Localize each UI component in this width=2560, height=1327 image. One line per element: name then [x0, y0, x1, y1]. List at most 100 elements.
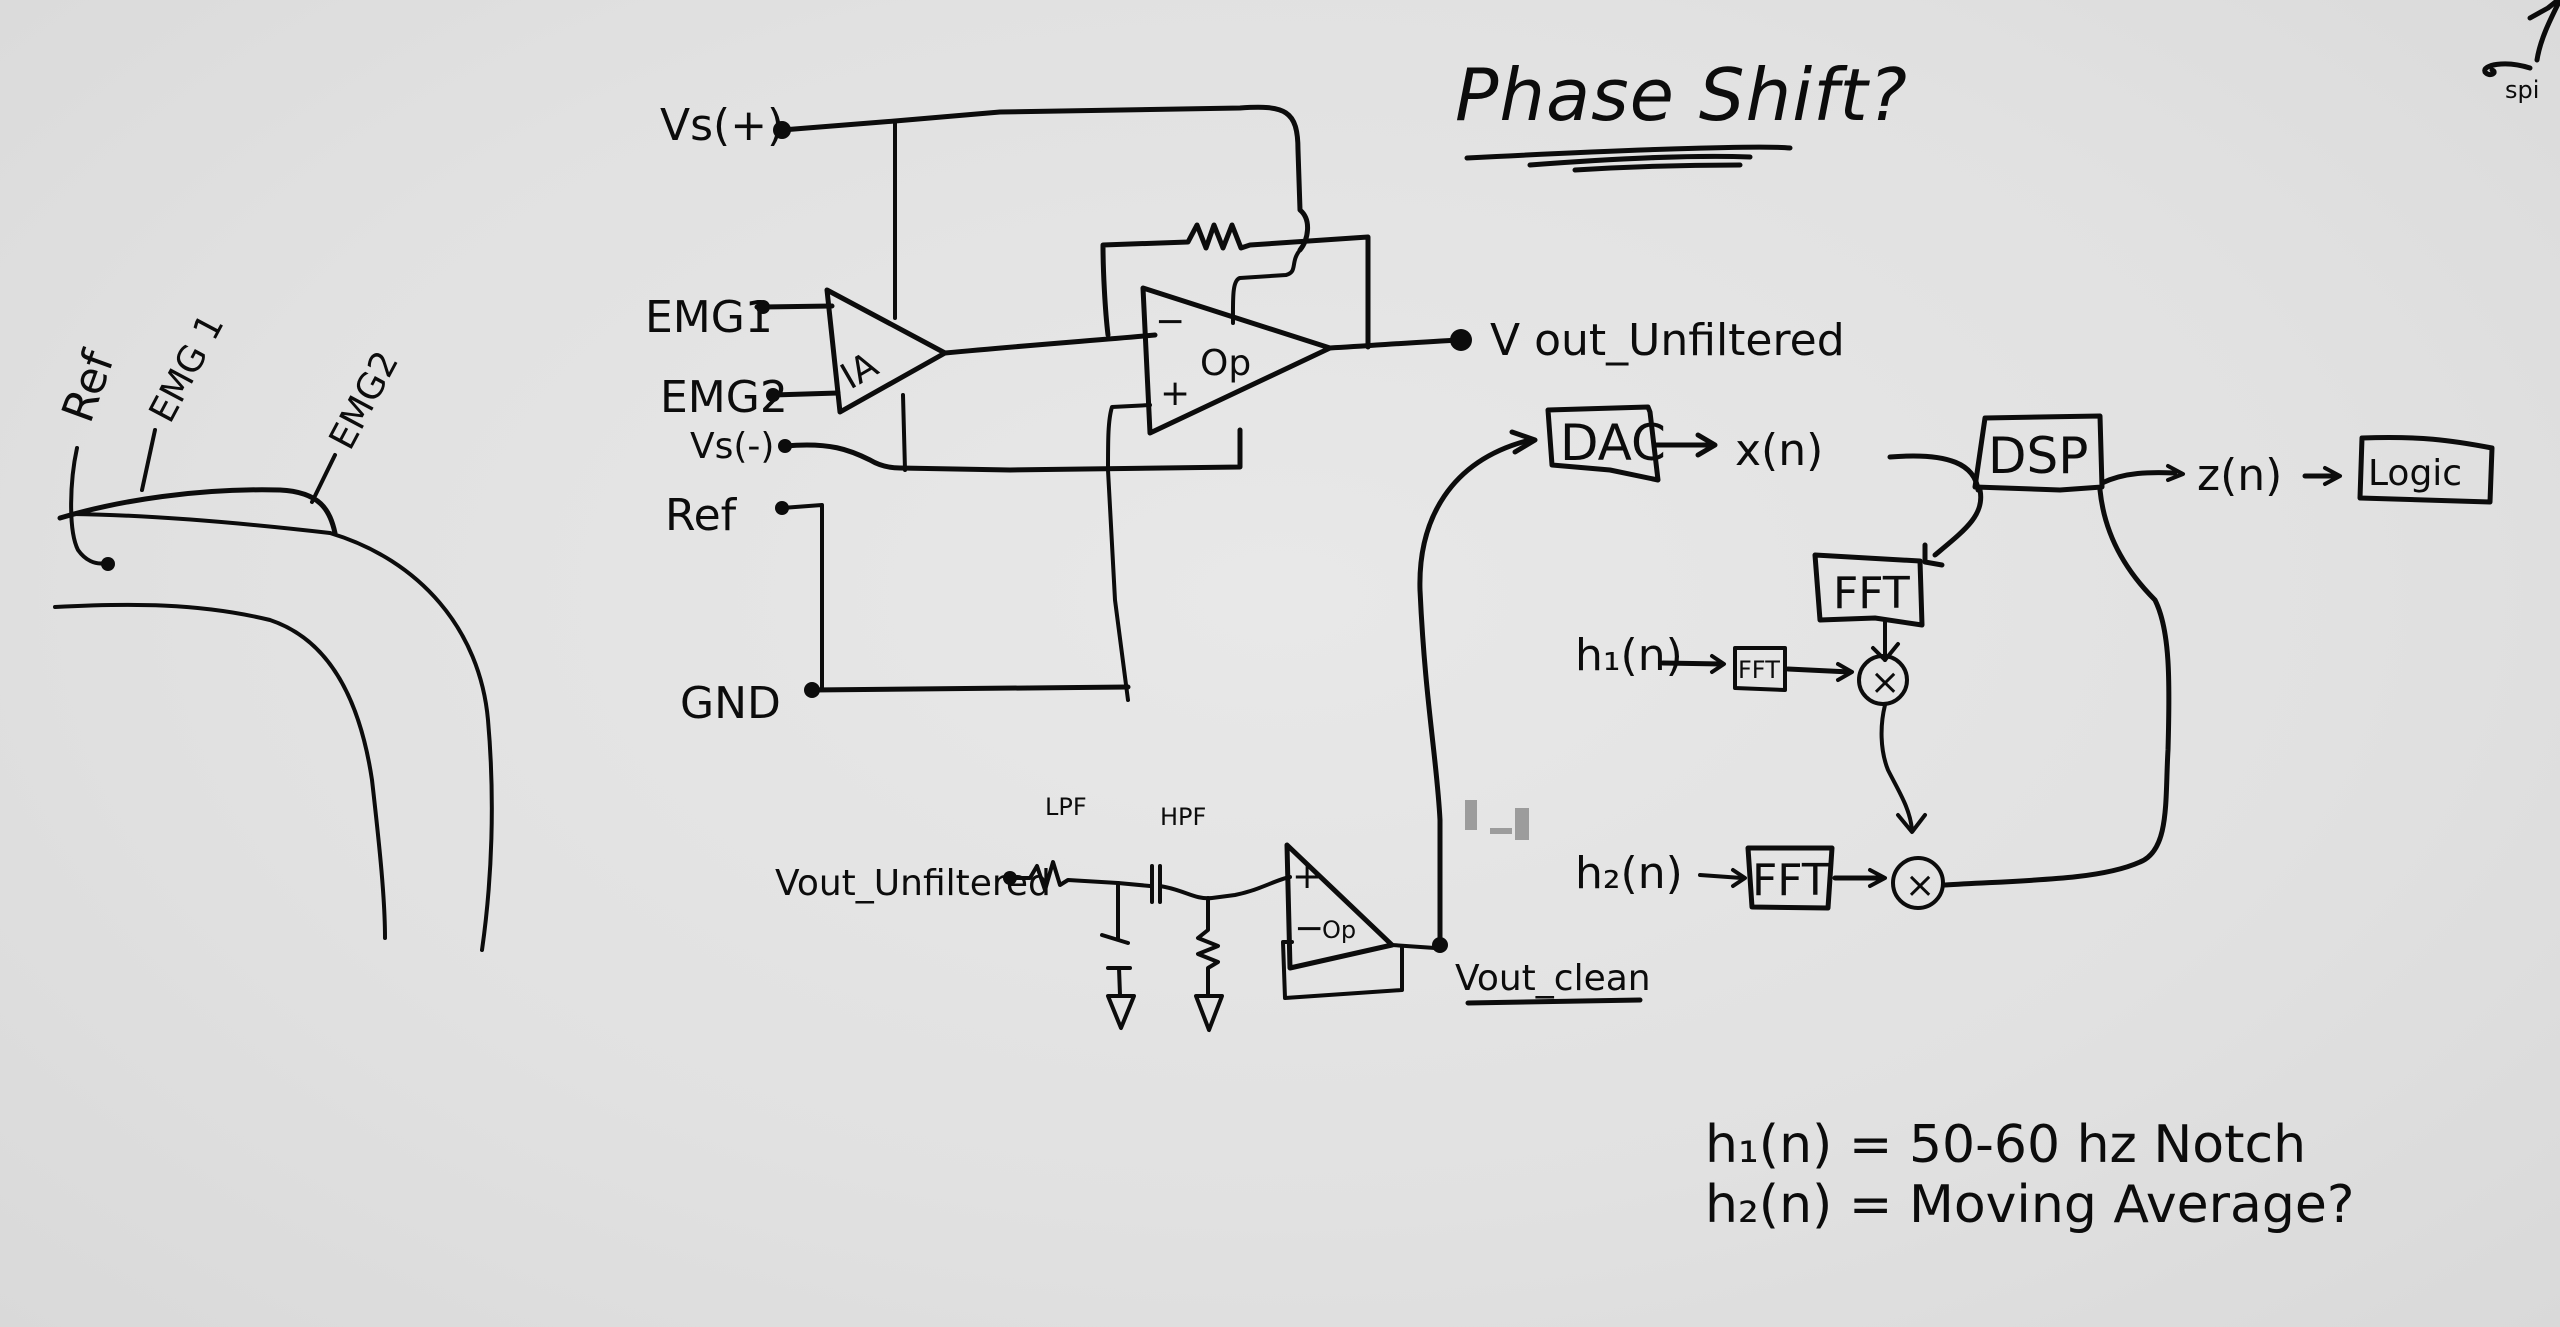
arrow-head-dsp-to-z [2166, 464, 2185, 482]
electrode-sketch: Ref EMG 1 EMG2 [52, 307, 494, 952]
dac-box [1545, 404, 1661, 483]
wire-vs-minus-rail [782, 427, 1243, 473]
multiplier-2-symbol: × [1905, 865, 1935, 906]
ref-electrode-dot [101, 557, 115, 571]
note-line-1: h₁(n) = 50-60 hz Notch [1705, 1115, 2306, 1175]
wire-emg1-input [754, 303, 835, 310]
fft-main-box [1812, 552, 1925, 628]
emg2-label: EMG2 [322, 345, 407, 457]
node-amp-output [1450, 329, 1472, 351]
dsp-box [1972, 413, 2105, 493]
hpf-capacitor [1150, 864, 1162, 904]
wire-gnd [809, 684, 1131, 693]
h1-label: h₁(n) [1575, 630, 1683, 681]
dac-label: DAC [1560, 414, 1666, 472]
corner-fragment: spi [2482, 0, 2560, 104]
arm-outline-outer [328, 531, 494, 952]
filter-opamp-feedback [1281, 940, 1404, 1000]
electrode-pad-bottom [70, 512, 332, 535]
corner-arrow-head [2527, 0, 2560, 21]
arrow-head-h1-to-fft [1710, 654, 1726, 674]
wire-amp-output [1327, 337, 1463, 351]
instrumentation-amp-symbol [824, 287, 948, 415]
filter-opamp-plus: + [1292, 856, 1322, 897]
wire-vs-plus-rail [779, 104, 1310, 253]
wire-dsp-to-z [2099, 470, 2178, 486]
arrow-head-dac-to-x [1695, 432, 1718, 458]
wire-ia-to-opamp [942, 332, 1158, 356]
corner-arrow-line [2534, 0, 2560, 63]
arrow-head-to-dac [1509, 429, 1538, 455]
arrow-head-h2-to-fft [1731, 868, 1747, 888]
filter-opamp-minus: − [1294, 908, 1324, 949]
filter-opamp-output-wire [1390, 943, 1437, 950]
filter-output-underline [1465, 997, 1643, 1006]
opamp-plus-sign: + [1160, 373, 1190, 414]
multiplier-1-symbol: × [1870, 662, 1900, 703]
filter-opamp-label: Op [1322, 916, 1356, 944]
lpf-capacitor-plate-bottom [1106, 966, 1132, 997]
wire-vs-minus-to-ia [901, 393, 907, 472]
smudge-2 [1515, 808, 1529, 840]
input-label-gnd: GND [680, 678, 781, 729]
corner-text: spi [2505, 76, 2539, 104]
wire-ref [780, 503, 824, 690]
electrode-pad-top [57, 487, 338, 536]
title-underline-1 [1464, 144, 1793, 161]
title-group: Phase Shift? [1455, 53, 1908, 173]
arrow-h2-to-fft [1698, 873, 1744, 880]
smudge-3 [1490, 828, 1512, 834]
h2-fft-label: FFT [1752, 855, 1829, 906]
hpf-shunt-resistor [1196, 896, 1220, 997]
arrow-h1fft-to-mult1 [1785, 666, 1853, 675]
corner-curl [2482, 61, 2533, 78]
ref-label: Ref [52, 343, 125, 429]
lpf-label: LPF [1045, 793, 1087, 821]
input-label-vs-plus: Vs(+) [660, 100, 784, 151]
logic-box [2357, 434, 2495, 505]
opamp-label: Op [1200, 343, 1251, 384]
filter-opamp-symbol [1284, 842, 1395, 971]
multiplier-2-circle [1891, 856, 1945, 910]
arrow-head-h2fft-to-mult2 [1868, 868, 1887, 888]
lpf-capacitor-plate-top [1100, 933, 1130, 945]
emg2-pointer [310, 453, 337, 504]
filter-circuit: Vout_Unfiltered LPF HPF + − Op Vout_clea… [775, 429, 1651, 1032]
input-label-ref: Ref [665, 490, 738, 541]
wire-supply-opamp [1230, 248, 1302, 325]
wire-to-dac [1417, 437, 1533, 948]
multiplier-1-circle [1857, 654, 1909, 706]
ref-lead-wire [69, 446, 107, 566]
eraser-smudges [1465, 800, 1529, 840]
arrow-head-mult1-to-mult2 [1896, 813, 1927, 834]
wire-dsp-to-fft [1932, 487, 1984, 558]
title-underline-3 [1572, 162, 1743, 173]
arrow-h1-to-fft [1660, 660, 1725, 667]
arrow-head-fft-to-mult1 [1871, 642, 1900, 662]
smudge-1 [1465, 800, 1477, 830]
filter-output-label: Vout_clean [1455, 958, 1651, 999]
notes: h₁(n) = 50-60 hz Notch h₂(n) = Moving Av… [1705, 1115, 2355, 1235]
opamp-minus-sign: − [1155, 301, 1185, 342]
ground-symbol-2 [1194, 994, 1224, 1032]
title-underline-2 [1527, 153, 1753, 168]
title-text: Phase Shift? [1455, 53, 1908, 137]
input-label-vs-minus: Vs(-) [690, 426, 774, 467]
arrow-head-z-to-logic [2323, 466, 2342, 486]
ground-symbol-1 [1106, 994, 1136, 1030]
dsp-chain: DAC x(n) DSP z(n) Logic FFT h₁(n) FFT [1545, 404, 2495, 911]
fft-main-label: FFT [1833, 568, 1910, 619]
logic-label: Logic [2368, 453, 2462, 494]
lpf-resistor [1008, 860, 1120, 892]
z-signal-label: z(n) [2197, 450, 2282, 501]
dsp-label: DSP [1988, 427, 2088, 485]
wire-opamp-plus-to-ground [1106, 403, 1152, 702]
arrow-head-dsp-to-fft [1922, 542, 1945, 568]
h2-fft-box [1745, 845, 1835, 911]
h2-label: h₂(n) [1575, 848, 1683, 899]
emg1-label: EMG 1 [142, 307, 233, 429]
hpf-wire-a [1116, 881, 1152, 888]
feedback-resistor-loop [1100, 222, 1371, 350]
